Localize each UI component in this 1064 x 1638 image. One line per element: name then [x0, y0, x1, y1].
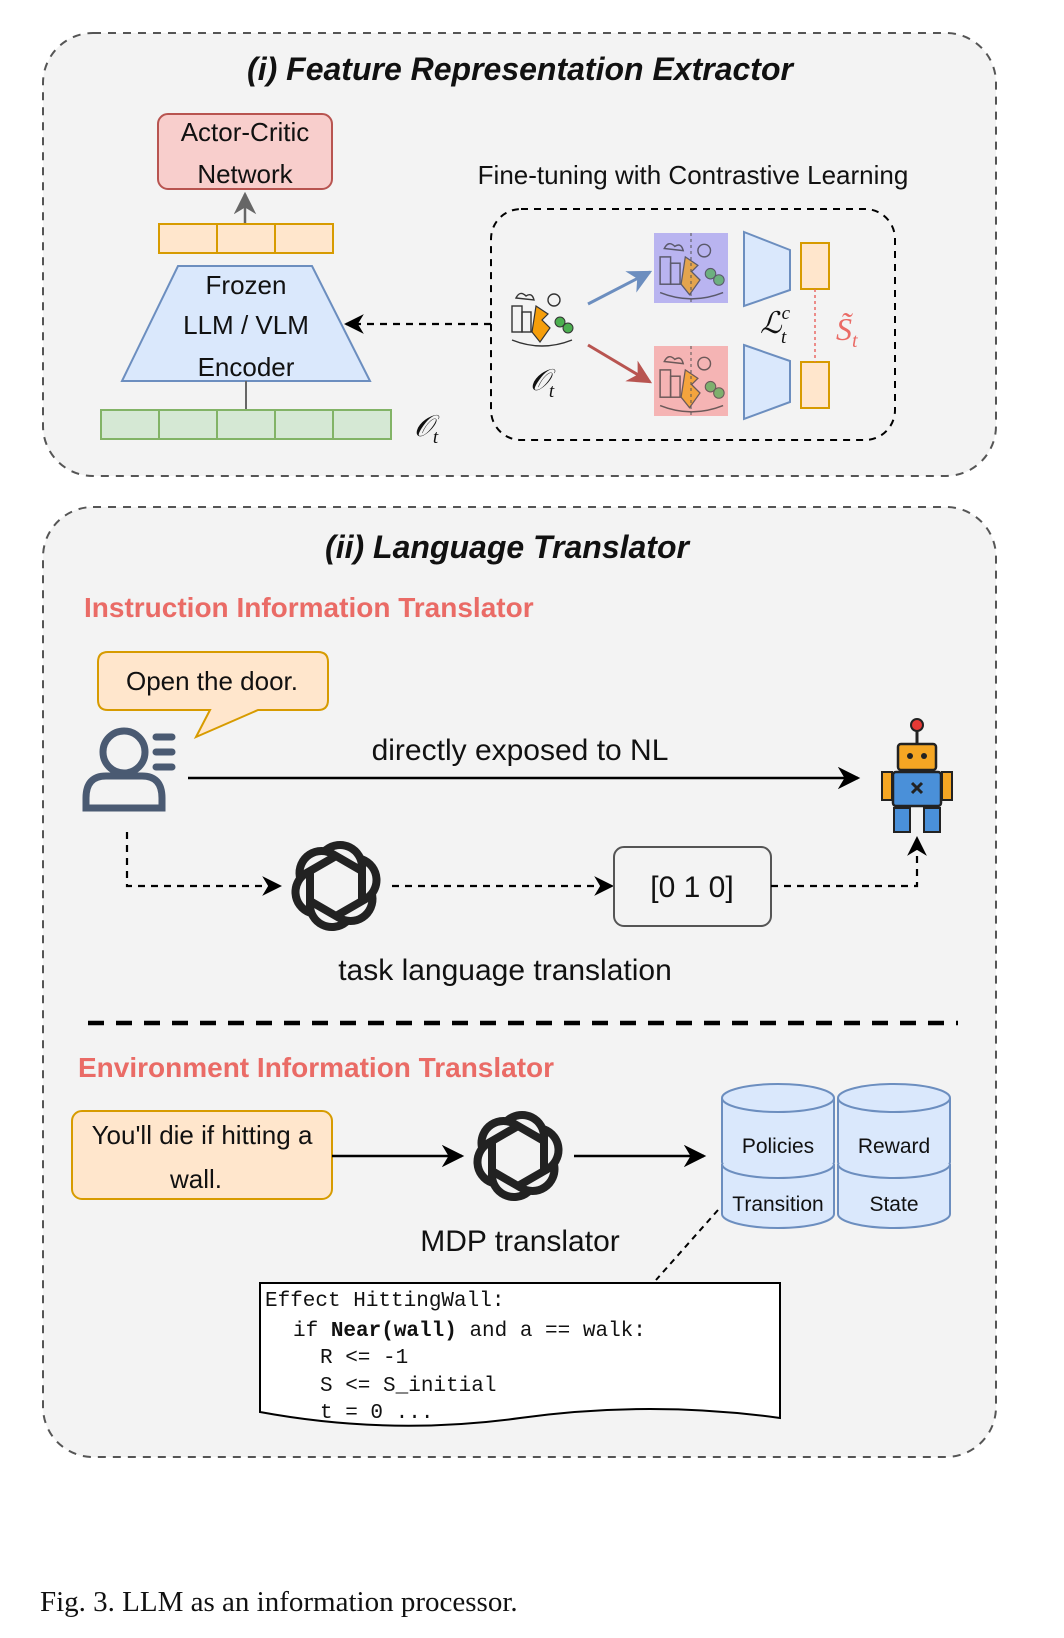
mdp-label: MDP translator: [420, 1225, 620, 1258]
vector-to-robot-dashed: [771, 836, 927, 888]
env-text-line-1: You'll die if hitting a: [92, 1120, 313, 1150]
user-icon: [82, 727, 176, 812]
observation-token-row: [100, 409, 392, 440]
actor-critic-box: [157, 113, 333, 190]
policies-database-icon: [721, 1083, 835, 1177]
code-line-4: S <= S_initial: [320, 1375, 496, 1398]
instruction-heading: Instruction Information Translator: [84, 592, 534, 623]
finetune-label: Fine-tuning with Contrastive Learning: [478, 160, 909, 190]
figure-caption: Fig. 3. LLM as an information processor.: [40, 1586, 518, 1618]
task-label: task language translation: [338, 954, 672, 987]
positive-embedding: [800, 242, 830, 290]
encoder-label-1: Frozen: [206, 270, 287, 300]
code-line-2: if Near(wall) and a == walk:: [293, 1320, 646, 1343]
actor-critic-label-2: Network: [197, 159, 293, 189]
positive-encoder: [743, 230, 791, 308]
policies-label: Policies: [742, 1135, 814, 1158]
direct-label: directly exposed to NL: [372, 734, 669, 767]
feature-token-row: [158, 223, 334, 254]
user-to-gpt-dashed: [125, 832, 282, 896]
db-to-code-connector: [655, 1209, 719, 1281]
reward-database-icon: [837, 1083, 951, 1177]
section1-title: (i) Feature Representation Extractor: [247, 51, 794, 87]
negative-embedding: [800, 361, 830, 409]
negative-augment-arrow: [587, 343, 653, 384]
encoder-label-3: Encoder: [198, 352, 295, 382]
robot-icon: [881, 718, 953, 833]
vector-text: [0 1 0]: [650, 871, 733, 904]
code-document: [259, 1282, 781, 1427]
negative-encoder: [743, 343, 791, 421]
encoder-label-2: LLM / VLM: [183, 310, 309, 340]
state-estimate-label: S̃t: [836, 311, 858, 352]
positive-augment-arrow: [587, 270, 653, 306]
state-label: State: [869, 1193, 918, 1216]
speech-bubble: [97, 651, 329, 740]
encoder-trapezoid: [120, 265, 372, 382]
state-database-icon: [837, 1163, 951, 1229]
reward-label: Reward: [858, 1135, 930, 1158]
transition-database-icon: [721, 1163, 835, 1229]
code-line-1: Effect HittingWall:: [265, 1290, 504, 1313]
transition-label: Transition: [732, 1193, 823, 1216]
actor-critic-label-1: Actor-Critic: [181, 117, 310, 147]
section2-title: (ii) Language Translator: [325, 529, 690, 565]
code-line-5: t = 0 ...: [320, 1402, 433, 1425]
env-text-line-2: wall.: [169, 1164, 222, 1194]
environment-heading: Environment Information Translator: [78, 1052, 554, 1083]
code-line-3: R <= -1: [320, 1347, 408, 1370]
speech-text: Open the door.: [126, 666, 298, 696]
